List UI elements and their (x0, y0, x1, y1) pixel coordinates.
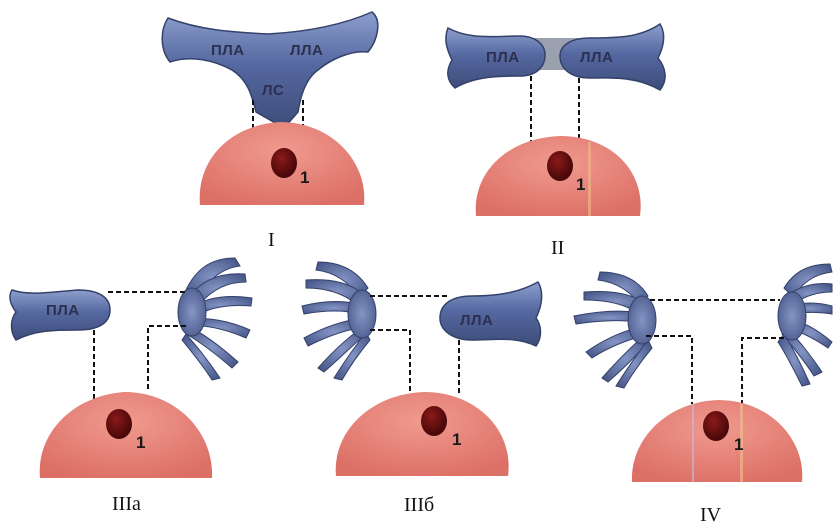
nucleus (547, 151, 573, 181)
nucleus (421, 406, 447, 436)
label-ls: ЛС (262, 82, 284, 99)
fan-vessel-left (574, 272, 656, 388)
caption-II: II (551, 237, 564, 259)
caption-IV: IV (700, 504, 722, 526)
label-lla: ЛЛА (290, 42, 323, 59)
fan-vessel (302, 262, 376, 380)
label-pla: ПЛА (486, 49, 520, 66)
panel-I: ПЛА ЛЛА ЛС 1 I (162, 12, 378, 251)
panel-IIIa: ПЛА 1 IIIа (10, 258, 252, 515)
label-pla: ПЛА (46, 302, 80, 319)
fan-vessel-right (778, 264, 832, 386)
node-number: 1 (576, 175, 585, 194)
fan-vessel (178, 258, 252, 380)
node-number: 1 (734, 435, 743, 454)
connector-lines (531, 76, 579, 142)
label-pla: ПЛА (211, 42, 245, 59)
panel-II: ПЛА ЛЛА 1 II (446, 24, 665, 259)
tissue-dome (336, 392, 509, 476)
nucleus (271, 148, 297, 178)
node-number: 1 (300, 168, 309, 187)
label-lla: ЛЛА (580, 49, 613, 66)
panel-IIIb: ЛЛА 1 IIIб (302, 262, 542, 516)
node-number: 1 (136, 433, 145, 452)
label-lla: ЛЛА (460, 312, 493, 329)
nucleus (106, 409, 132, 439)
caption-IIIa: IIIа (112, 493, 141, 515)
vessel-trunk (162, 12, 378, 128)
connector-lines (646, 300, 784, 404)
nucleus (703, 411, 729, 441)
caption-I: I (268, 229, 275, 251)
node-number: 1 (452, 430, 461, 449)
caption-IIIb: IIIб (404, 494, 434, 516)
panel-IV: 1 IV (574, 264, 832, 526)
